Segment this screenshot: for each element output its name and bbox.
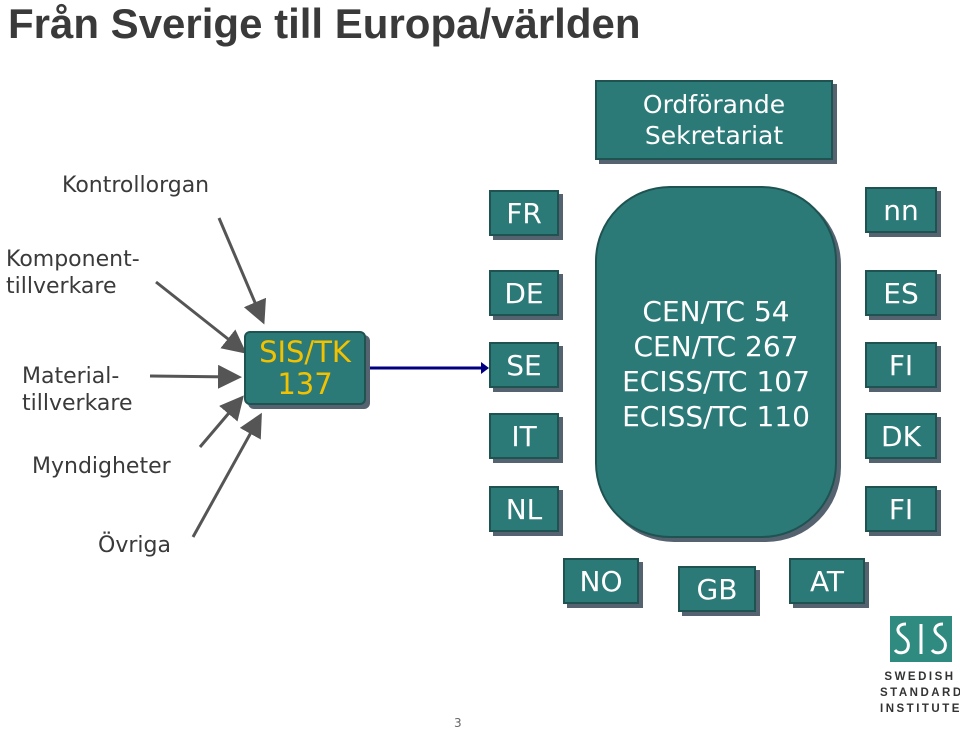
country-box-es: ES: [865, 270, 937, 316]
sis-tk-label: SIS/TK: [259, 335, 351, 369]
sis-tk-number: 137: [277, 367, 333, 401]
country-box-de: DE: [489, 270, 559, 316]
slide-title: Från Sverige till Europa/världen: [8, 0, 641, 47]
logo-line-institute: INSTITUTE: [880, 703, 960, 715]
sis-logo-text: SWEDISH STANDARDS INSTITUTE: [880, 669, 960, 717]
sis-tk-137-box: SIS/TK 137: [244, 331, 366, 405]
committee-eciss-tc-110: ECISS/TC 110: [622, 400, 810, 433]
label-kontrollorgan: Kontrollorgan: [62, 173, 210, 198]
committee-eciss-tc-107: ECISS/TC 107: [622, 365, 810, 398]
country-box-fi-1: FI: [865, 342, 937, 388]
country-box-nn: nn: [865, 187, 937, 233]
sekretariat-label: Sekretariat: [644, 121, 784, 150]
arrow-kontrollorgan: [217, 217, 266, 325]
country-box-at: AT: [789, 558, 865, 604]
label-myndigheter: Myndigheter: [32, 454, 171, 479]
ordforande-sekretariat-box: Ordförande Sekretariat: [595, 80, 833, 160]
label-materialtillverkare-line2: tillverkare: [22, 391, 133, 416]
sis-logo-mark-icon: [890, 616, 952, 662]
logo-line-standards: STANDARDS: [880, 687, 960, 699]
ordforande-label: Ordförande: [642, 90, 786, 119]
country-box-gb: GB: [678, 566, 756, 612]
country-box-se: SE: [489, 342, 559, 388]
country-box-dk: DK: [865, 413, 937, 459]
label-komponenttillverkare-line2: tillverkare: [6, 274, 117, 299]
arrow-myndigheter: [198, 395, 244, 448]
cen-committees-box: CEN/TC 54 CEN/TC 267 ECISS/TC 107 ECISS/…: [595, 186, 837, 538]
committee-cen-tc-54: CEN/TC 54: [642, 295, 790, 328]
country-box-it: IT: [489, 413, 559, 459]
arrow-ovriga: [191, 412, 262, 538]
logo-line-swedish: SWEDISH: [884, 671, 956, 683]
country-box-fi-2: FI: [865, 486, 937, 532]
committee-cen-tc-267: CEN/TC 267: [633, 330, 799, 363]
label-komponenttillverkare-line1: Komponent-: [6, 247, 140, 272]
page-number: 3: [454, 716, 462, 730]
label-materialtillverkare-line1: Material-: [22, 364, 120, 389]
label-ovriga: Övriga: [98, 533, 171, 558]
arrow-materialtillverkare: [149, 364, 242, 389]
country-box-no: NO: [563, 558, 639, 604]
arrow-komponenttillverkare: [155, 280, 247, 354]
sis-logo: SWEDISH STANDARDS INSTITUTE: [880, 616, 960, 716]
country-box-fr: FR: [489, 190, 559, 236]
country-box-nl: NL: [489, 486, 559, 532]
